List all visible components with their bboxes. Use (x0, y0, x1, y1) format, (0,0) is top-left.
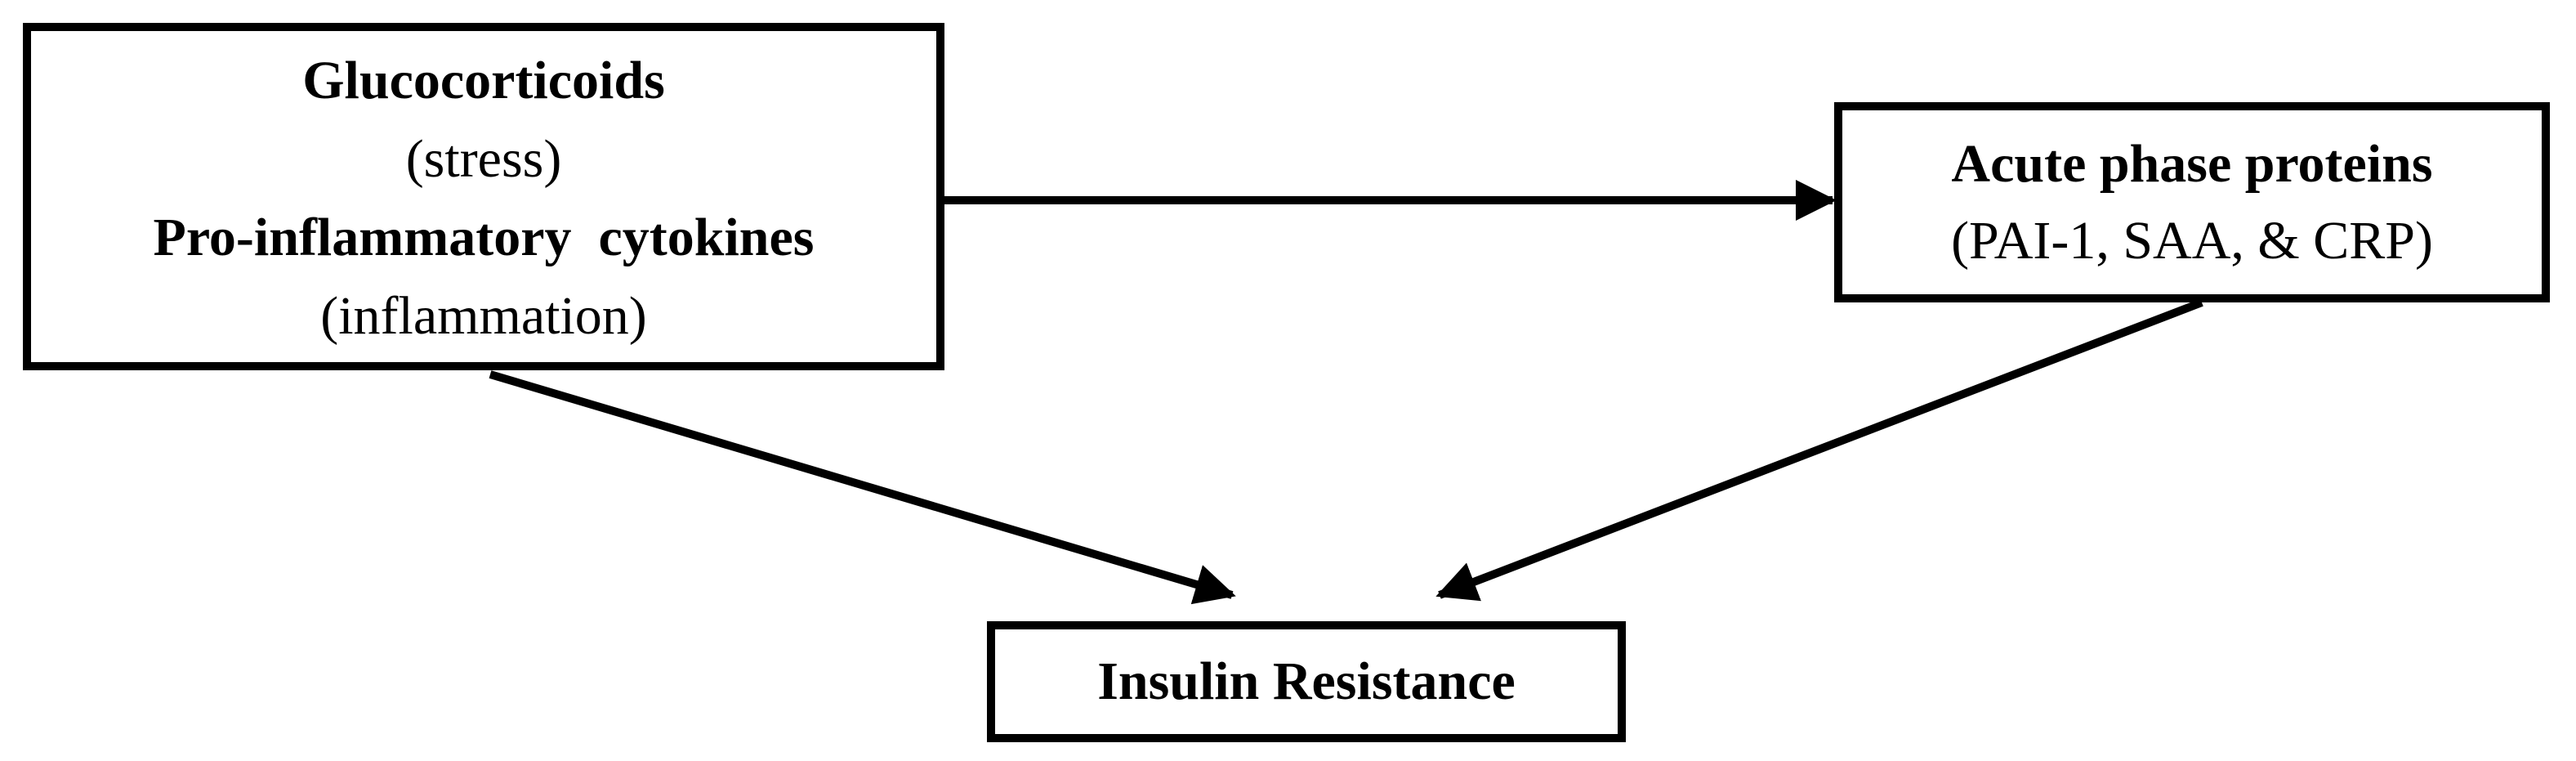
acute-phase-examples-label: (PAI-1, SAA, & CRP) (1951, 210, 2433, 271)
inflammation-label: (inflammation) (320, 285, 647, 346)
cytokines-label: Pro-inflammatory cytokines (153, 207, 815, 267)
causes-box: Glucocorticoids (stress) Pro-inflammator… (23, 23, 944, 370)
arrow-causes-to-insulin (489, 370, 1236, 605)
insulin-resistance-box: Insulin Resistance (987, 621, 1626, 742)
arrow-acute-to-insulin (1435, 298, 2203, 602)
stress-label: (stress) (405, 128, 562, 189)
acute-phase-proteins-box: Acute phase proteins (PAI-1, SAA, & CRP) (1834, 102, 2550, 302)
insulin-resistance-label: Insulin Resistance (1097, 651, 1516, 711)
glucocorticoids-label: Glucocorticoids (302, 50, 665, 110)
acute-phase-proteins-label: Acute phase proteins (1951, 133, 2433, 194)
